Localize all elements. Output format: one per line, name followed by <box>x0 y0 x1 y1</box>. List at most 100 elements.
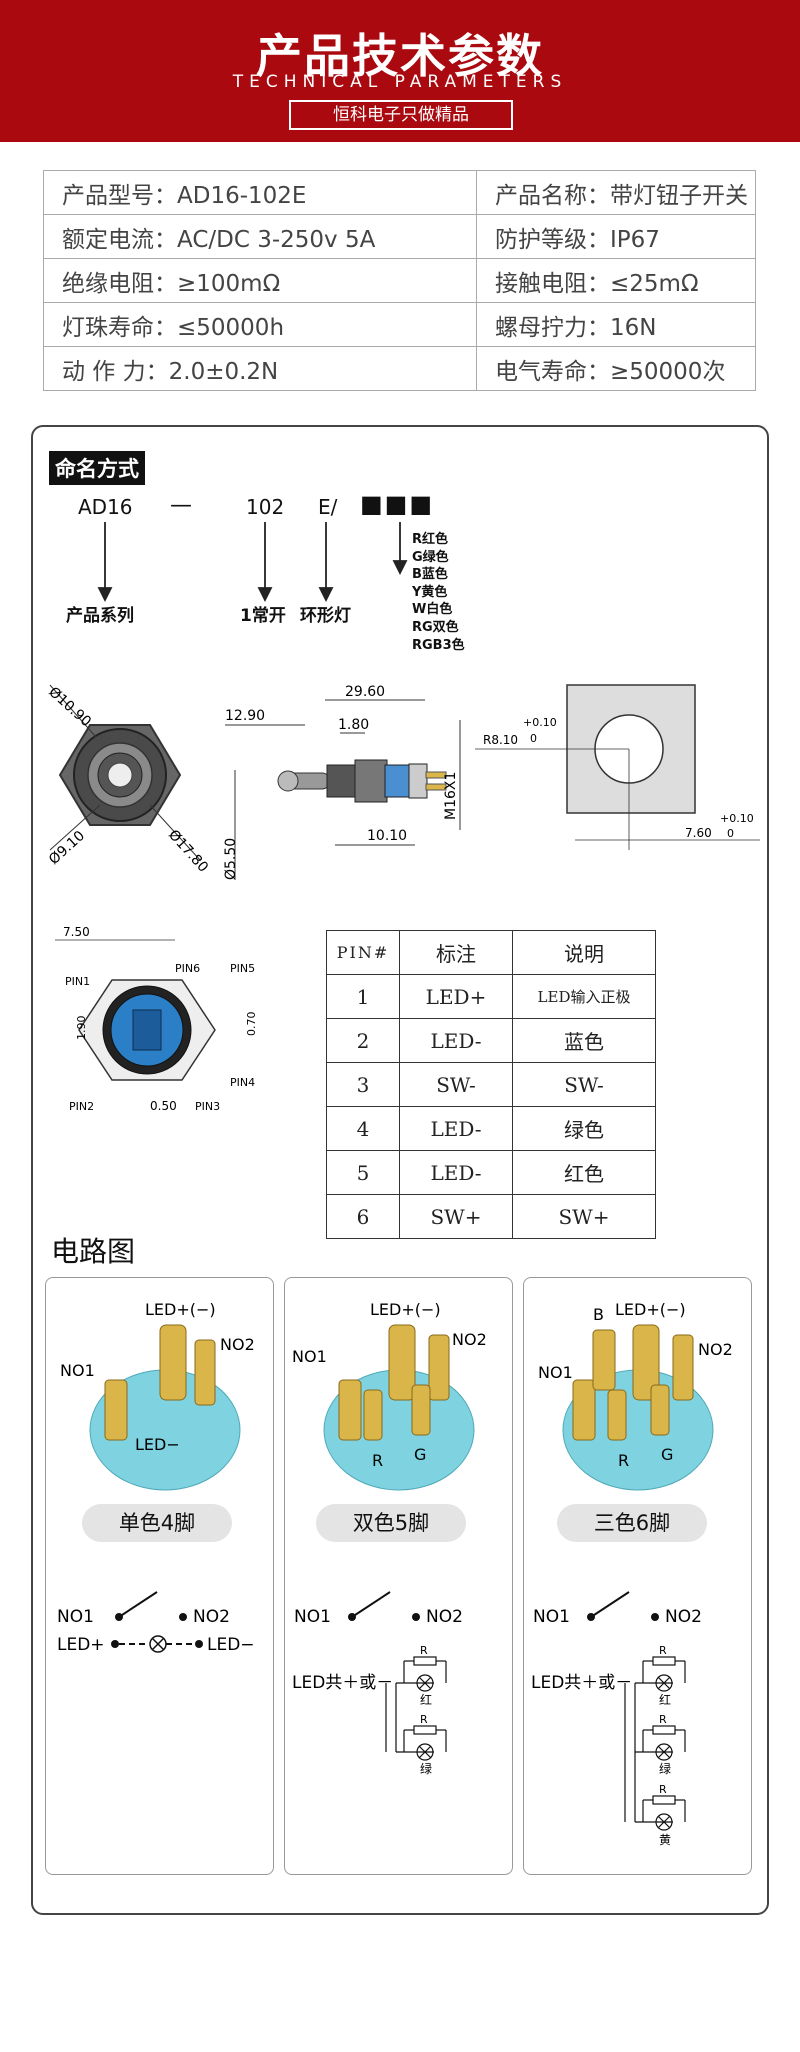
color-rgb: RGB3色 <box>412 637 465 653</box>
pin-desc: 红色 <box>512 1150 656 1195</box>
connector-5pin: LED+(−) NO2 NO1 R G <box>292 1300 487 1491</box>
panel-1-label: 单色4脚 <box>82 1504 232 1542</box>
s3-common: LED共＋或－ <box>531 1673 632 1693</box>
p2-led-top: LED+(−) <box>370 1300 441 1319</box>
pin4-label: PIN4 <box>230 1076 255 1089</box>
p3-no2: NO2 <box>698 1340 733 1359</box>
pin-number: 2 <box>326 1018 400 1063</box>
param-right: 接触电阻：≤25mΩ <box>476 258 756 303</box>
s2-no1: NO1 <box>294 1607 331 1627</box>
s2-r2: R <box>420 1713 428 1726</box>
circuit-panel-1 <box>45 1277 274 1875</box>
param-left: 产品型号：AD16-102E <box>43 170 477 215</box>
front-view-drawing: Ø10.90 Ø9.10 Ø17.80 <box>45 684 211 876</box>
pin-number: 4 <box>326 1106 400 1151</box>
p2-no2: NO2 <box>452 1330 487 1349</box>
pin-label: SW+ <box>399 1194 513 1239</box>
p2-r: R <box>372 1451 383 1470</box>
pin-desc: SW- <box>512 1062 656 1107</box>
dim-m16: M16X1 <box>443 772 459 820</box>
desc-header: 说明 <box>512 930 656 975</box>
cut-tol2-bot: 0 <box>727 827 734 840</box>
p3-led-top: LED+(−) <box>615 1300 686 1319</box>
p2-no1: NO1 <box>292 1347 327 1366</box>
pin-desc: 绿色 <box>512 1106 656 1151</box>
dim-17-80: Ø17.80 <box>165 827 211 876</box>
param-right: 产品名称：带灯钮子开关 <box>476 170 756 215</box>
code-series: AD16 <box>78 495 133 519</box>
param-left: 额定电流：AC/DC 3-250v 5A <box>43 214 477 259</box>
naming-label: 命名方式 <box>49 451 145 485</box>
color-g: G绿色 <box>412 549 449 565</box>
s3-no2: NO2 <box>665 1607 702 1627</box>
color-y: Y黄色 <box>412 584 448 600</box>
param-left: 绝缘电阻：≥100mΩ <box>43 258 477 303</box>
connector-6pin: B LED+(−) NO2 NO1 R G <box>538 1300 733 1491</box>
pin2-label: PIN2 <box>69 1100 94 1113</box>
pin1-label: PIN1 <box>65 975 90 988</box>
color-w: W白色 <box>412 602 453 618</box>
color-r: R红色 <box>412 532 449 547</box>
pin-label: LED- <box>399 1106 513 1151</box>
p2-g: G <box>414 1445 426 1464</box>
p3-r: R <box>618 1451 629 1470</box>
s1-no1: NO1 <box>57 1607 94 1627</box>
dim-10-90: Ø10.90 <box>45 684 94 730</box>
schematic-1: NO1 NO2 LED+ LED− <box>57 1591 255 1655</box>
pin5-label: PIN5 <box>230 962 255 975</box>
pin-label: LED+ <box>399 974 513 1019</box>
s3-red: 红 <box>659 1692 671 1707</box>
label-header: 标注 <box>399 930 513 975</box>
code-dash: — <box>170 493 192 518</box>
p1-no2: NO2 <box>220 1335 255 1354</box>
pin6-label: PIN6 <box>175 962 200 975</box>
color-list: R红色 G绿色 B蓝色 Y黄色 W白色 RG双色 RGB3色 <box>412 531 465 654</box>
cut-width: 7.60 <box>685 826 712 840</box>
s3-r1: R <box>659 1644 667 1657</box>
pin-label: SW- <box>399 1062 513 1107</box>
s1-no2: NO2 <box>193 1607 230 1627</box>
code-color: ■■■ <box>360 490 435 518</box>
s1-led-plus: LED+ <box>57 1635 105 1655</box>
side-view-drawing: 12.90 29.60 1.80 10.10 Ø5.50 M16X1 <box>223 684 461 880</box>
s3-r3: R <box>659 1783 667 1796</box>
panel-3-label: 三色6脚 <box>557 1504 707 1542</box>
s1-led-minus: LED− <box>207 1635 255 1655</box>
connector-4pin: LED+(−) NO2 NO1 LED− <box>60 1300 255 1491</box>
cut-tol2-top: +0.10 <box>720 812 754 825</box>
s3-no1: NO1 <box>533 1607 570 1627</box>
p3-b: B <box>593 1305 604 1324</box>
page-header: 产品技术参数 TECHNICAL PARAMETERS 恒科电子只做精品 <box>0 0 800 142</box>
pin-number: 6 <box>326 1194 400 1239</box>
page-title: 产品技术参数 <box>256 29 544 83</box>
p1-led-top: LED+(−) <box>145 1300 216 1319</box>
color-rg: RG双色 <box>412 619 459 635</box>
dim-10-10: 10.10 <box>367 828 407 844</box>
panel-2-label: 双色5脚 <box>316 1504 466 1542</box>
dim-12-90: 12.90 <box>225 708 265 724</box>
pin-dim-0-70: 0.70 <box>245 1012 258 1037</box>
desc-contact: 1常开 <box>240 606 286 626</box>
pin-desc: 蓝色 <box>512 1018 656 1063</box>
pin-number: 5 <box>326 1150 400 1195</box>
spec-card <box>31 425 769 1915</box>
dim-5-50: Ø5.50 <box>223 838 239 880</box>
brand-tagline: 恒科电子只做精品 <box>289 100 513 130</box>
pin-desc: LED输入正极 <box>512 974 656 1019</box>
param-right: 电气寿命：≥50000次 <box>476 346 756 391</box>
cutout-drawing: R8.10 +0.10 0 7.60 +0.10 0 <box>475 684 760 850</box>
p1-no1: NO1 <box>60 1361 95 1380</box>
naming-arrows <box>97 522 408 603</box>
param-right: 防护等级：IP67 <box>476 214 756 259</box>
